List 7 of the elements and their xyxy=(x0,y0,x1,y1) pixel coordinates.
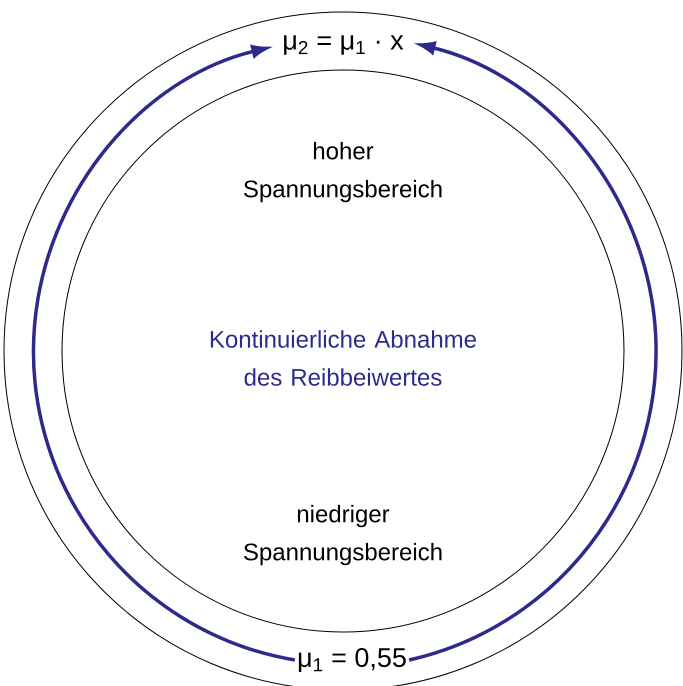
formula-label: μ$_{2}$ = μ$_{1}$ · x xyxy=(284,35,404,55)
formula-label: μ$_{1}$ = 0,55 xyxy=(298,648,406,672)
arrow xyxy=(32,45,296,662)
region-label: niedriger Spannungsbereich xyxy=(244,504,442,566)
region-label: hoher Spannungsbereich xyxy=(244,142,442,202)
arrow xyxy=(408,42,658,662)
region-label: Kontinuierliche Abnahme des Reibbeiwertes xyxy=(210,330,476,386)
